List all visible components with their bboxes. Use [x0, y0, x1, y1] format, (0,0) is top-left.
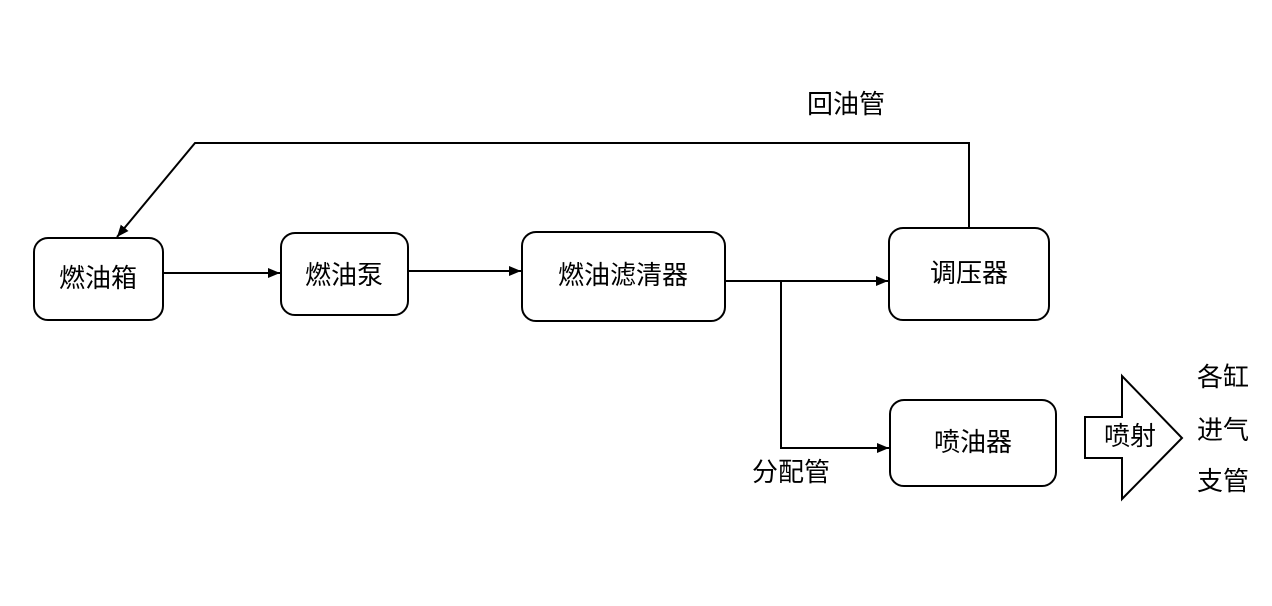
node-fuel-filter-label: 燃油滤清器	[558, 261, 688, 291]
node-fuel-filter: 燃油滤清器	[521, 231, 726, 322]
manifold-label-line2: 进气	[1197, 416, 1249, 446]
node-fuel-pump-label: 燃油泵	[305, 261, 383, 291]
node-fuel-tank-label: 燃油箱	[59, 264, 137, 294]
node-injector: 喷油器	[889, 399, 1057, 487]
node-fuel-tank: 燃油箱	[33, 237, 164, 321]
edge-filter-to-injector	[780, 281, 889, 453]
manifold-label-line1: 各缸	[1197, 363, 1249, 393]
spray-label: 喷射	[1104, 422, 1156, 452]
node-fuel-pump: 燃油泵	[280, 232, 409, 316]
spray-arrow-shape	[1084, 373, 1184, 502]
return-line-label: 回油管	[807, 90, 885, 120]
distribution-pipe-label: 分配管	[752, 458, 830, 488]
node-pressure-regulator-label: 调压器	[930, 259, 1008, 289]
manifold-label-line3: 支管	[1197, 467, 1249, 497]
node-pressure-regulator: 调压器	[888, 227, 1050, 321]
node-injector-label: 喷油器	[934, 428, 1012, 458]
edge-return-line	[116, 142, 970, 238]
